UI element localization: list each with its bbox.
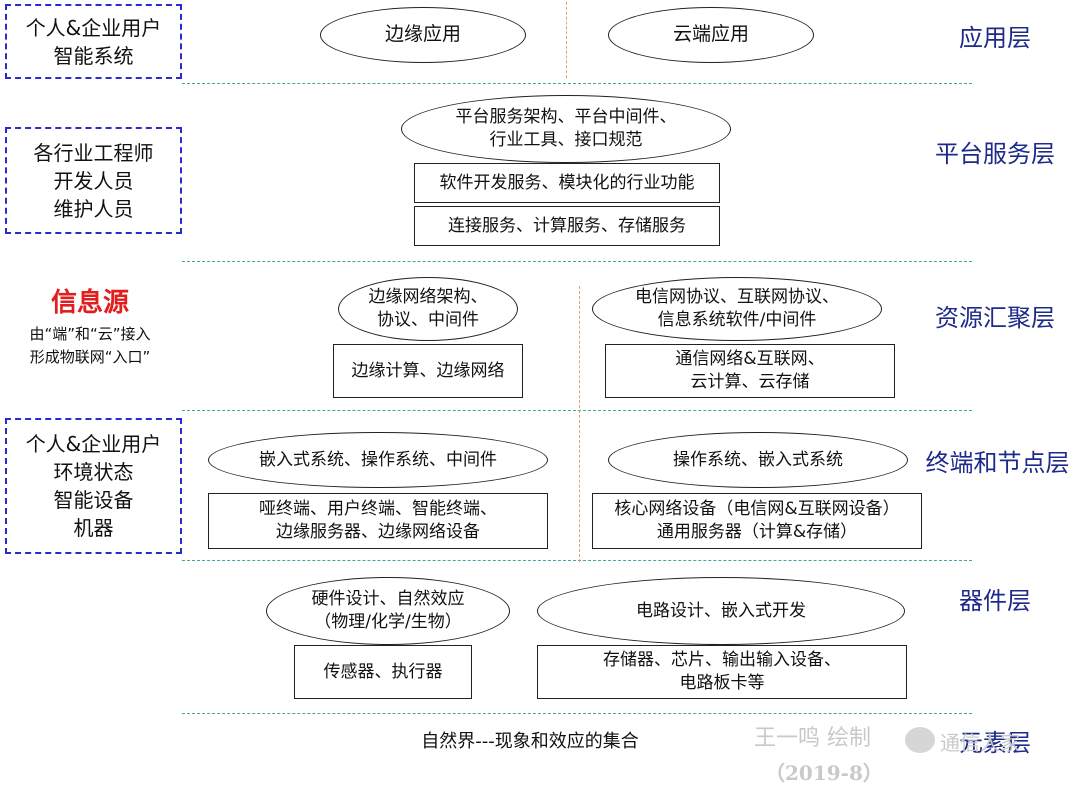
layer-separator	[182, 560, 972, 561]
edge-embedded-os-ellipse: 嵌入式系统、操作系统、中间件	[208, 432, 548, 488]
info-source: 信息源 由“端”和“云”接入 形成物联网“入口”	[0, 282, 180, 368]
memory-chip-io-box: 存储器、芯片、输出输入设备、 电路板卡等	[537, 645, 907, 699]
layer-separator	[182, 410, 972, 411]
cloud-os-embedded-ellipse: 操作系统、嵌入式系统	[608, 432, 908, 488]
platform-architecture-ellipse: 平台服务架构、平台中间件、 行业工具、接口规范	[401, 95, 731, 163]
edge-cloud-divider	[579, 286, 580, 562]
core-network-devices-box: 核心网络设备（电信网&互联网设备） 通用服务器（计算&存储）	[592, 493, 922, 549]
actor-engineers: 各行业工程师 开发人员 维护人员	[5, 127, 182, 234]
layer-label-element: 元素层	[959, 728, 1031, 757]
edge-application-ellipse: 边缘应用	[320, 7, 526, 63]
info-source-title: 信息源	[50, 288, 129, 318]
layer-separator	[182, 261, 972, 262]
layer-separator	[182, 83, 972, 84]
edge-terminals-box: 哑终端、用户终端、智能终端、 边缘服务器、边缘网络设备	[208, 493, 548, 549]
hardware-design-ellipse: 硬件设计、自然效应 （物理/化学/生物）	[266, 577, 510, 645]
layer-label-platform: 平台服务层	[935, 139, 1055, 168]
layer-label-application: 应用层	[959, 23, 1031, 52]
layer-separator	[182, 713, 972, 714]
layer-label-terminal: 终端和节点层	[925, 448, 1070, 477]
telecom-cloud-box: 通信网络&互联网、 云计算、云存储	[605, 344, 895, 398]
circuit-design-ellipse: 电路设计、嵌入式开发	[537, 577, 905, 645]
cloud-application-ellipse: 云端应用	[608, 7, 814, 63]
author-watermark: 王一鸣 绘制	[754, 726, 871, 751]
nature-phenomena-text: 自然界---现象和效应的集合	[421, 730, 639, 752]
connection-compute-storage-box: 连接服务、计算服务、存储服务	[414, 206, 720, 246]
account-watermark: 通信人家	[940, 731, 1020, 755]
actor-terminal-users: 个人&企业用户 环境状态 智能设备 机器	[5, 418, 182, 554]
info-source-desc: 由“端”和“云”接入 形成物联网“入口”	[29, 325, 151, 366]
edge-network-architecture-ellipse: 边缘网络架构、 协议、中间件	[338, 277, 518, 341]
wechat-icon	[905, 727, 935, 753]
edge-cloud-divider	[566, 2, 567, 78]
layer-label-device: 器件层	[959, 586, 1031, 615]
layer-label-resource: 资源汇聚层	[935, 303, 1055, 332]
date-watermark: （2019-8）	[765, 761, 883, 785]
telecom-protocols-ellipse: 电信网协议、互联网协议、 信息系统软件/中间件	[592, 277, 882, 341]
edge-compute-network-box: 边缘计算、边缘网络	[333, 344, 523, 398]
software-dev-service-box: 软件开发服务、模块化的行业功能	[414, 163, 720, 203]
actor-app-users: 个人&企业用户 智能系统	[5, 4, 182, 79]
sensor-actuator-box: 传感器、执行器	[294, 645, 472, 699]
